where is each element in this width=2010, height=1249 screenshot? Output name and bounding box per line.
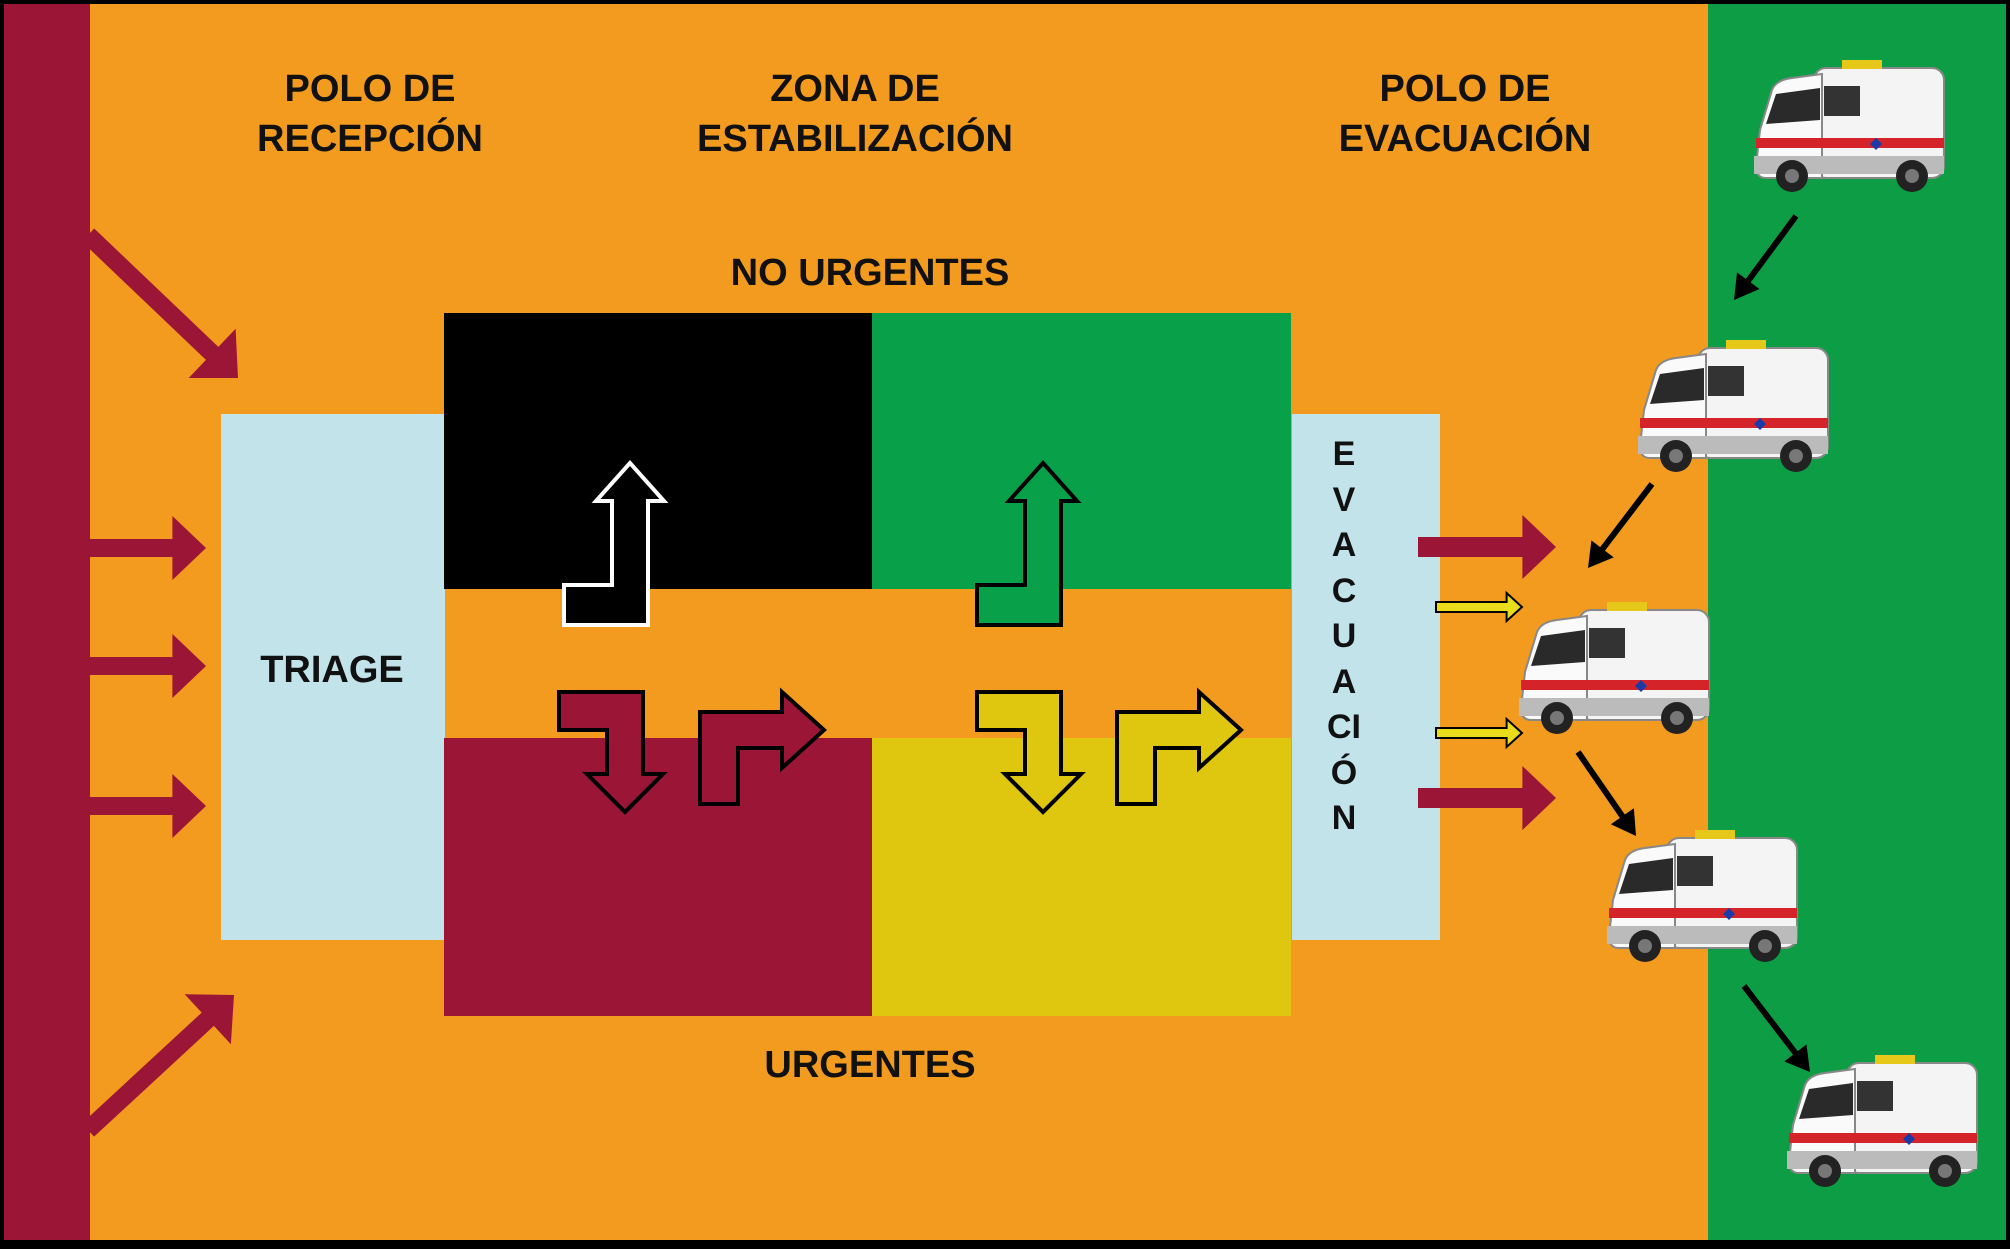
outbound-arrow — [1418, 515, 1556, 579]
entry-bar — [4, 4, 90, 1240]
evacuation-box — [1292, 414, 1440, 940]
triage-label: TRIAGE — [260, 649, 404, 691]
non-urgent-label: NO URGENTES — [730, 252, 1010, 294]
outbound-small-arrow — [1435, 590, 1524, 624]
black-quadrant — [444, 313, 872, 589]
chain-arrow — [1734, 214, 1799, 300]
evacuation-pole-title: POLO DE EVACUACIÓN — [1338, 68, 1592, 160]
inbound-arrow — [88, 774, 206, 838]
triage-box — [221, 414, 445, 940]
chain-arrow — [1575, 750, 1636, 836]
inbound-arrow — [81, 228, 238, 378]
maroon-right-arrow — [698, 687, 827, 806]
black-bent-arrow — [562, 460, 669, 627]
outbound-small-arrow — [1435, 716, 1524, 750]
green-bent-arrow — [975, 460, 1082, 627]
chain-arrow — [1741, 984, 1811, 1073]
stabilization-zone-title: ZONA DE ESTABILIZACIÓN — [697, 68, 1013, 160]
outbound-arrow — [1418, 766, 1556, 830]
urgent-label: URGENTES — [764, 1044, 976, 1086]
inbound-arrow — [88, 516, 206, 580]
green-zone — [1708, 4, 2006, 1240]
ambulance-icon — [1518, 601, 1710, 735]
yellow-right-arrow — [1115, 687, 1244, 806]
chain-arrow — [1588, 482, 1655, 568]
green-quadrant — [872, 313, 1291, 589]
maroon-down-arrow — [557, 690, 668, 815]
yellow-down-arrow — [975, 690, 1086, 815]
inbound-arrow — [88, 634, 206, 698]
inbound-arrow — [81, 994, 234, 1137]
yellow-quadrant — [872, 738, 1291, 1016]
reception-pole-title: POLO DE RECEPCIÓN — [257, 68, 483, 160]
ambulance-icon — [1637, 339, 1829, 473]
ambulance-icon — [1753, 59, 1945, 193]
evacuation-vertical-label: EVACUACIÓN — [1327, 435, 1361, 837]
maroon-quadrant — [444, 738, 872, 1016]
ambulance-icon — [1786, 1054, 1978, 1188]
ambulance-icon — [1606, 829, 1798, 963]
